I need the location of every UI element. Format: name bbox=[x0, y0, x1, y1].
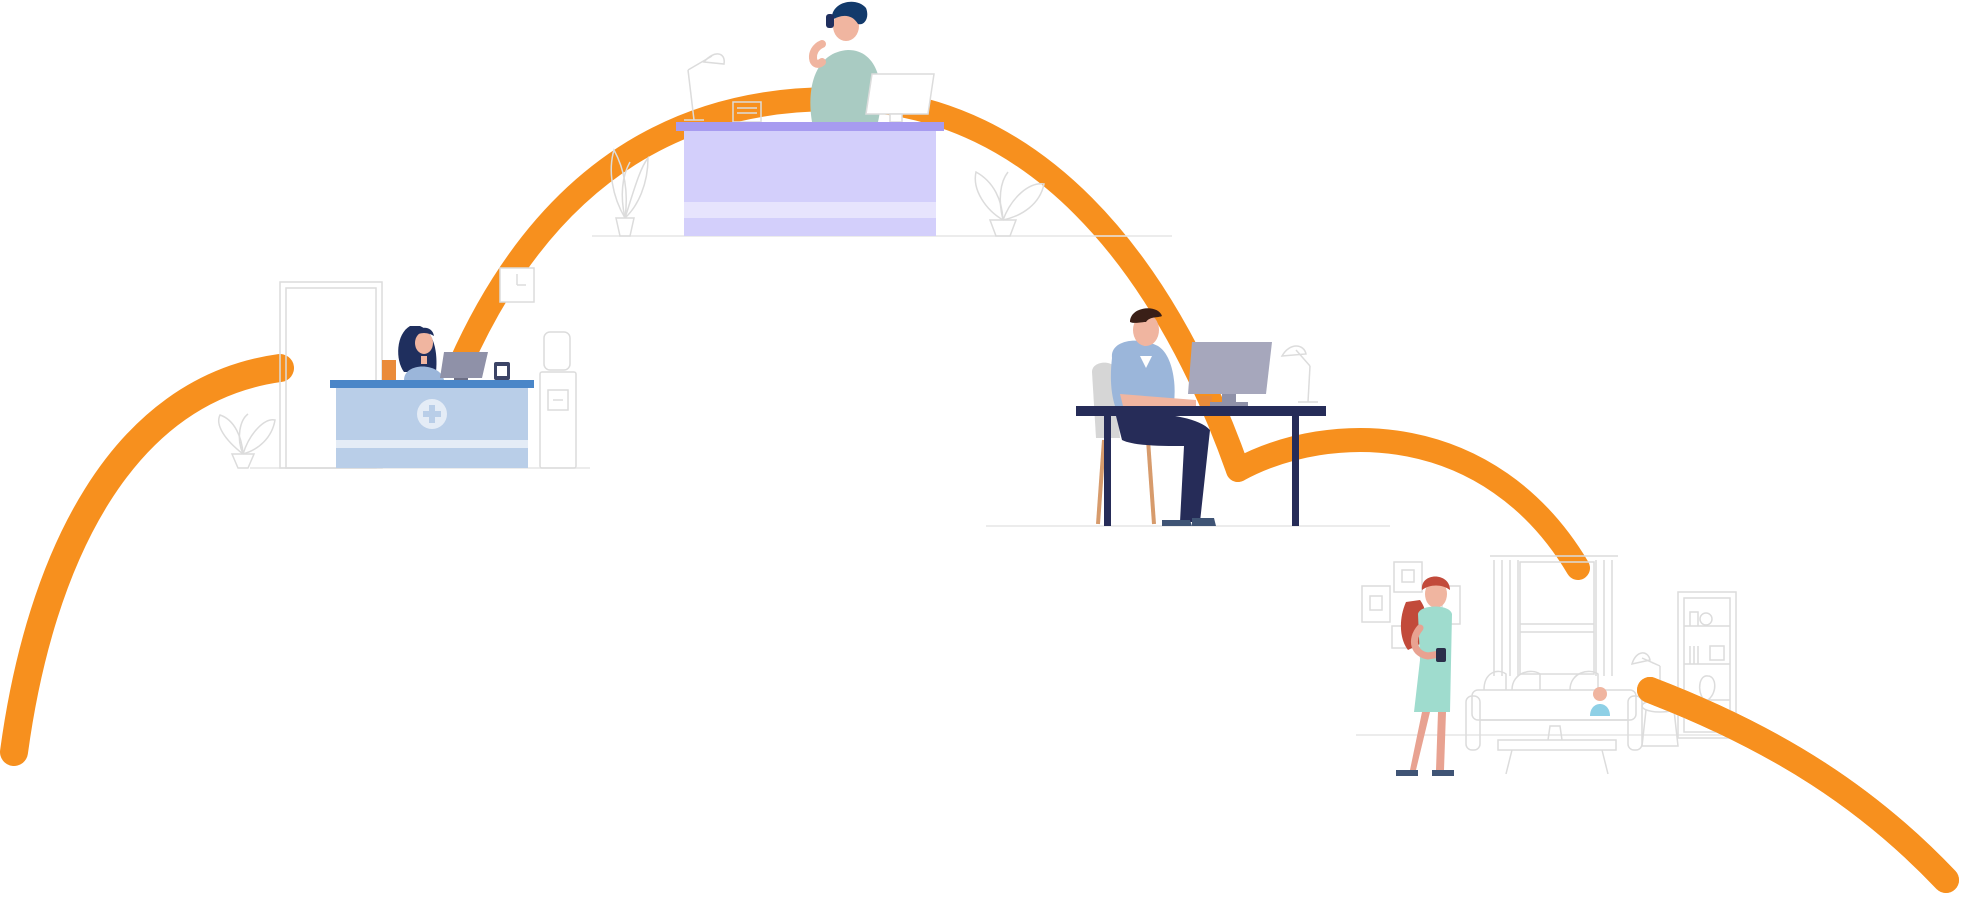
coffee-table-icon bbox=[1497, 725, 1617, 775]
desk-lamp-icon bbox=[1280, 345, 1318, 403]
mug-icon bbox=[1200, 396, 1212, 406]
medical-cross-icon bbox=[423, 405, 441, 423]
baby-figure bbox=[1590, 687, 1610, 716]
calendar-icon bbox=[732, 101, 762, 123]
clinic-reception-desk bbox=[330, 380, 534, 468]
plant-icon bbox=[610, 148, 649, 237]
monitor-icon bbox=[1188, 342, 1272, 406]
phone-icon bbox=[826, 14, 834, 28]
agent-on-phone-figure bbox=[809, 1, 881, 122]
receptionist-figure bbox=[398, 326, 444, 380]
clinic-reception-scene bbox=[218, 267, 590, 469]
plant-icon bbox=[218, 413, 276, 469]
reception-desk bbox=[676, 122, 944, 236]
journey-path-overlay bbox=[1650, 690, 1946, 880]
front-desk-scene bbox=[592, 1, 1172, 237]
journey-path bbox=[0, 87, 1959, 893]
chair-icon bbox=[382, 360, 396, 382]
smartphone-icon bbox=[1436, 648, 1446, 662]
plant-icon bbox=[974, 170, 1045, 237]
monitor-icon bbox=[440, 352, 488, 382]
desk-phone-icon bbox=[494, 362, 510, 380]
home-scene bbox=[1356, 555, 1756, 776]
office-scene bbox=[986, 308, 1390, 527]
water-cooler-icon bbox=[539, 331, 577, 469]
office-worker-figure bbox=[1110, 308, 1216, 526]
sofa-icon bbox=[1465, 670, 1643, 751]
woman-with-phone-figure bbox=[1396, 576, 1454, 776]
monitor-icon bbox=[865, 73, 935, 123]
wall-clock-icon bbox=[499, 267, 535, 303]
office-desk bbox=[1076, 406, 1326, 526]
bookshelf-icon bbox=[1677, 591, 1737, 739]
desk-lamp-icon bbox=[684, 53, 725, 121]
journey-path-segment-1 bbox=[0, 354, 294, 766]
window-icon bbox=[1490, 555, 1618, 676]
journey-path-segment-3 bbox=[1226, 428, 1590, 580]
